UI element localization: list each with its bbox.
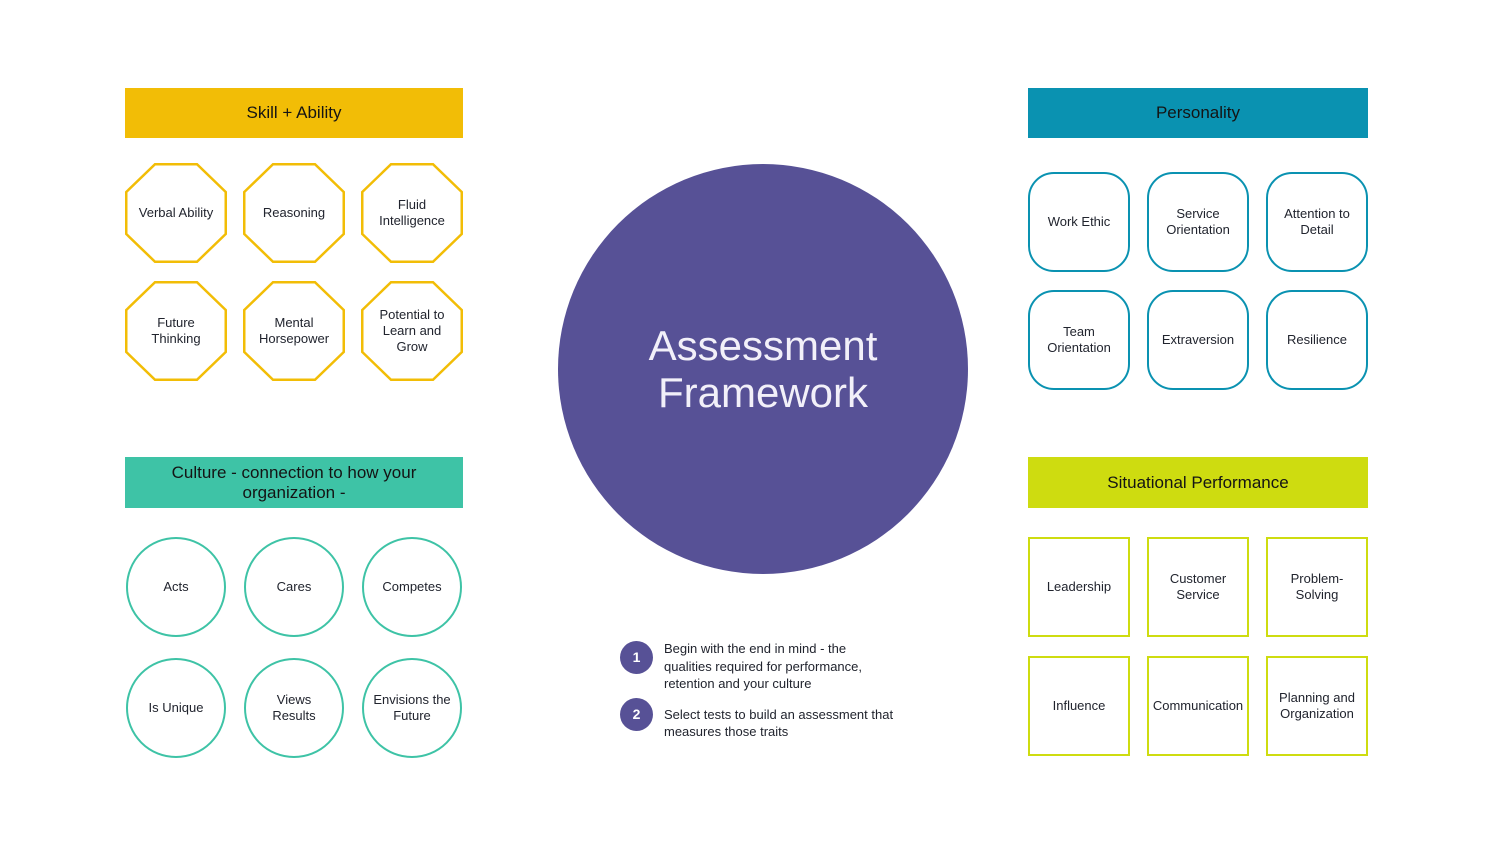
steps-list: 1 Begin with the end in mind - the quali… — [620, 640, 893, 754]
situational-item-problem-solving: Problem-Solving — [1266, 537, 1368, 637]
situational-performance-header-label: Situational Performance — [1107, 472, 1289, 492]
culture-item-label: Views Results — [272, 692, 316, 723]
personality-item-attention-to-detail: Attention to Detail — [1266, 172, 1368, 272]
situational-item-planning-organization: Planning and Organization — [1266, 656, 1368, 756]
situational-performance-header: Situational Performance — [1028, 457, 1368, 508]
situational-performance-grid: Leadership Customer Service Problem-Solv… — [1028, 537, 1368, 756]
personality-item-label: Attention to Detail — [1284, 206, 1350, 237]
culture-item-views-results: Views Results — [244, 658, 344, 758]
situational-item-label: Customer Service — [1169, 571, 1227, 602]
step-line: measures those traits — [664, 724, 789, 739]
personality-item-extraversion: Extraversion — [1147, 290, 1249, 390]
skill-item-label: Reasoning — [262, 205, 326, 220]
personality-grid: Work Ethic Service Orientation Attention… — [1028, 172, 1368, 390]
octagon-shape — [243, 163, 345, 263]
skill-item-reasoning: Reasoning — [243, 163, 345, 263]
step-1-text: Begin with the end in mind - the qualiti… — [664, 640, 862, 693]
culture-item-label: Acts — [163, 579, 189, 594]
skill-item-label: Fluid Intelligence — [379, 197, 445, 228]
culture-item-cares: Cares — [244, 537, 344, 637]
personality-item-resilience: Resilience — [1266, 290, 1368, 390]
step-2: 2 Select tests to build an assessment th… — [620, 697, 893, 741]
page-title-line2: Framework — [657, 369, 869, 416]
situational-item-customer-service: Customer Service — [1147, 537, 1249, 637]
step-2-number-badge: 2 — [620, 697, 653, 731]
octagon-shape — [361, 163, 463, 263]
page-title: Assessment Framework — [649, 322, 878, 416]
skill-item-label: Verbal Ability — [138, 205, 214, 220]
skill-item-fluid-intelligence: Fluid Intelligence — [361, 163, 463, 263]
skill-item-label: Potential to Learn and Grow — [379, 307, 445, 354]
step-2-text: Select tests to build an assessment that… — [664, 706, 893, 741]
situational-item-communication: Communication — [1147, 656, 1249, 756]
culture-grid: Acts Cares Competes Is Unique Views Resu… — [125, 537, 463, 758]
culture-item-label: Competes — [382, 579, 442, 594]
personality-header-label: Personality — [1155, 103, 1241, 122]
situational-item-label: Planning and Organization — [1279, 690, 1355, 721]
personality-item-label: Team Orientation — [1047, 324, 1111, 355]
culture-item-acts: Acts — [126, 537, 226, 637]
octagon-shape — [125, 281, 227, 381]
personality-item-team-orientation: Team Orientation — [1028, 290, 1130, 390]
octagon-shape — [125, 163, 227, 263]
situational-item-leadership: Leadership — [1028, 537, 1130, 637]
personality-item-label: Resilience — [1287, 332, 1347, 347]
culture-item-envisions-the-future: Envisions the Future — [362, 658, 462, 758]
culture-item-competes: Competes — [362, 537, 462, 637]
skill-item-future-thinking: Future Thinking — [125, 281, 227, 381]
personality-header: Personality — [1028, 88, 1368, 138]
culture-item-label: Is Unique — [148, 700, 204, 715]
personality-item-label: Service Orientation — [1166, 206, 1230, 237]
step-1: 1 Begin with the end in mind - the quali… — [620, 640, 893, 693]
situational-item-influence: Influence — [1028, 656, 1130, 756]
culture-header-line2: organization - — [242, 482, 346, 502]
personality-item-label: Extraversion — [1161, 332, 1235, 347]
situational-item-label: Problem-Solving — [1290, 571, 1344, 602]
step-line: retention and your culture — [664, 676, 812, 691]
personality-item-service-orientation: Service Orientation — [1147, 172, 1249, 272]
step-1-number-badge: 1 — [620, 640, 653, 674]
culture-item-label: Envisions the Future — [373, 692, 451, 723]
octagon-shape — [243, 281, 345, 381]
step-line: Select tests to build an assessment that — [664, 706, 894, 722]
page-title-line1: Assessment — [648, 322, 878, 369]
skill-item-mental-horsepower: Mental Horsepower — [243, 281, 345, 381]
skill-ability-header-label: Skill + Ability — [246, 103, 342, 122]
step-line: qualities required for performance, — [664, 658, 862, 674]
assessment-framework-circle: Assessment Framework — [558, 164, 968, 574]
culture-header: Culture - connection to how your organiz… — [125, 457, 463, 508]
skill-item-potential-to-learn: Potential to Learn and Grow — [361, 281, 463, 381]
skill-item-label: Future Thinking — [151, 315, 201, 346]
culture-item-is-unique: Is Unique — [126, 658, 226, 758]
situational-item-label: Influence — [1052, 698, 1106, 713]
personality-item-work-ethic: Work Ethic — [1028, 172, 1130, 272]
culture-item-label: Cares — [276, 579, 312, 594]
skill-ability-header: Skill + Ability — [125, 88, 463, 138]
culture-header-line1: Culture - connection to how your — [171, 462, 417, 482]
skill-item-label: Mental Horsepower — [258, 315, 330, 346]
skill-item-verbal-ability: Verbal Ability — [125, 163, 227, 263]
skill-ability-grid: Verbal Ability Reasoning Fluid Intellige… — [125, 163, 463, 381]
situational-item-label: Leadership — [1046, 579, 1112, 594]
octagon-shape — [361, 281, 463, 381]
situational-item-label: Communication — [1152, 698, 1244, 713]
personality-item-label: Work Ethic — [1047, 214, 1111, 229]
step-line: Begin with the end in mind - the — [664, 641, 847, 656]
